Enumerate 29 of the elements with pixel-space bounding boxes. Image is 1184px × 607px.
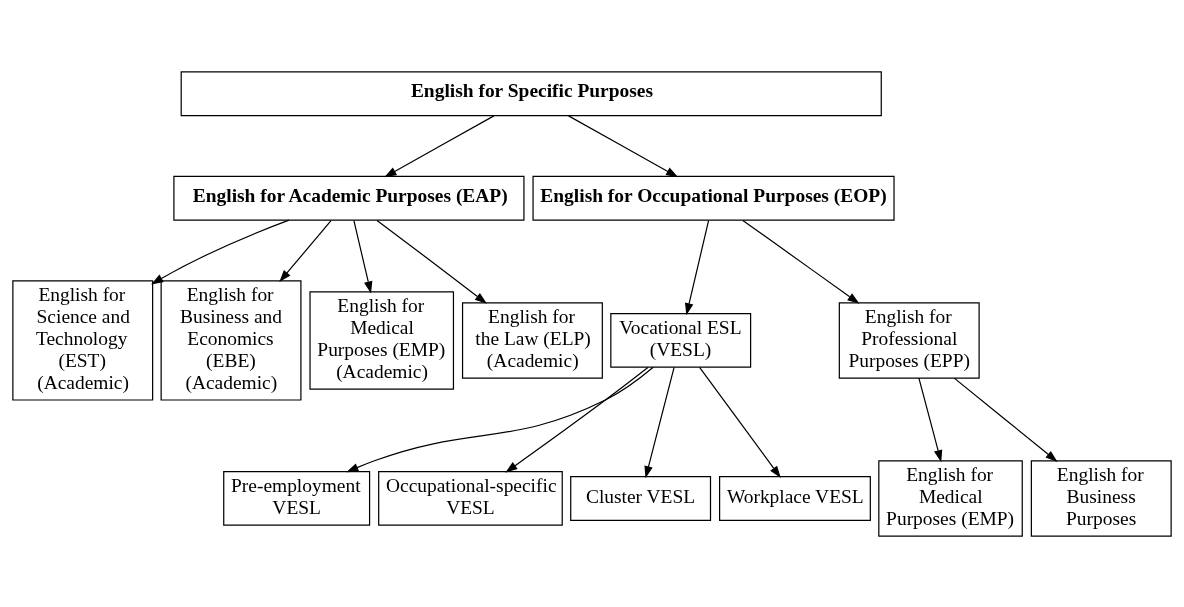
node-box: English for Professional Purposes (EPP) bbox=[838, 301, 980, 379]
node-box: English for Medical Purposes (EMP) bbox=[878, 459, 1023, 537]
arrow bbox=[918, 377, 943, 462]
arrow bbox=[151, 219, 290, 284]
arrow bbox=[279, 219, 332, 282]
arrow bbox=[353, 219, 373, 293]
node-box: English for Science and Technology (EST) (Academic) bbox=[12, 279, 154, 401]
arrow bbox=[346, 366, 654, 472]
node-box: Pre-employment VESL bbox=[223, 470, 371, 526]
node-box: Workplace VESL bbox=[719, 475, 871, 521]
node-box: English for Business Purposes bbox=[1030, 459, 1172, 537]
arrow bbox=[644, 366, 675, 478]
arrow bbox=[684, 219, 710, 315]
node-box: English for Occupational Purposes (EOP) bbox=[532, 175, 895, 221]
node-box: Vocational ESL (VESL) bbox=[610, 312, 752, 368]
arrow bbox=[953, 377, 1058, 462]
node-box: Cluster VESL bbox=[570, 475, 712, 521]
node-box: Occupational-specific VESL bbox=[378, 470, 563, 526]
node-box: English for Medical Purposes (EMP) (Academic) bbox=[309, 290, 455, 390]
node-box: English for Specific Purposes bbox=[180, 70, 882, 116]
arrow bbox=[567, 114, 679, 177]
arrow bbox=[505, 366, 649, 473]
arrow bbox=[376, 219, 487, 304]
node-box: English for Academic Purposes (EAP) bbox=[173, 175, 525, 221]
node-box: English for Business and Economics (EBE) (Academic) bbox=[160, 279, 302, 401]
arrow bbox=[699, 366, 781, 478]
arrow bbox=[384, 114, 495, 177]
arrow bbox=[742, 219, 860, 304]
node-box: English for the Law (ELP) (Academic) bbox=[461, 301, 603, 379]
